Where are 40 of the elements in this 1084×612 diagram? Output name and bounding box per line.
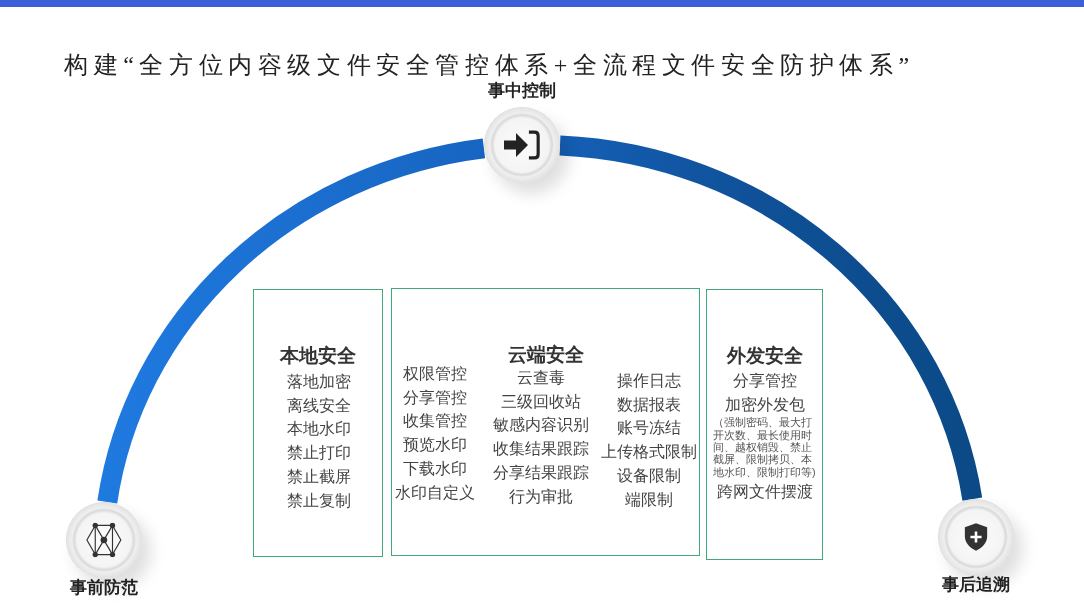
list-item: 收集结果跟踪 — [493, 439, 589, 460]
arc-connector — [558, 135, 983, 502]
list-item: 敏感内容识别 — [493, 415, 589, 436]
list-item: 跨网文件摆渡 — [717, 481, 813, 502]
list-item: 禁止复制 — [287, 490, 351, 511]
panel-heading: 本地安全 — [280, 344, 356, 368]
stage-label: 事中控制 — [488, 81, 556, 101]
list-item: 禁止截屏 — [287, 466, 351, 487]
list-item: 端限制 — [625, 489, 673, 510]
list-item: 分享管控 — [733, 371, 797, 391]
list-item: 预览水印 — [403, 435, 467, 456]
list-item: 账号冻结 — [617, 418, 681, 439]
list-item: 三级回收站 — [501, 391, 581, 412]
list-item: 下载水印 — [403, 458, 467, 479]
list-item: 数据报表 — [617, 394, 681, 415]
feature-panel — [391, 288, 700, 556]
stage-label: 事后追溯 — [942, 575, 1010, 595]
list-item: 权限管控 — [403, 364, 467, 384]
note-text: （强制密码、最大打开次数、最长使用时间、越权销毁、禁止截屏、限制拷贝、本地水印、限制打印等) — [713, 416, 817, 478]
list-item: 云查毒 — [517, 368, 565, 388]
list-item: 上传格式限制 — [601, 442, 697, 463]
list-item: 分享管控 — [403, 387, 467, 408]
panel-heading: 云端安全 — [507, 343, 584, 367]
list-item: 操作日志 — [617, 371, 681, 391]
list-item: 分享结果跟踪 — [493, 462, 589, 483]
list-item: 水印自定义 — [395, 482, 475, 503]
page-title: 构建“全方位内容级文件安全管控体系+全流程文件安全防护体系” — [64, 51, 915, 80]
list-item: 本地水印 — [287, 419, 351, 440]
list-item: 落地加密 — [287, 372, 351, 392]
list-item: 行为审批 — [509, 486, 573, 507]
list-item: 设备限制 — [617, 465, 681, 486]
list-item: 禁止打印 — [287, 443, 351, 464]
feature-panel — [253, 289, 383, 557]
list-item: 加密外发包 — [725, 394, 805, 415]
stage-label: 事前防范 — [70, 578, 138, 598]
arc-connector — [97, 138, 486, 505]
panel-heading: 外发安全 — [726, 344, 803, 368]
feature-panel — [706, 289, 823, 560]
list-item: 离线安全 — [287, 395, 351, 416]
list-item: 收集管控 — [403, 411, 467, 432]
